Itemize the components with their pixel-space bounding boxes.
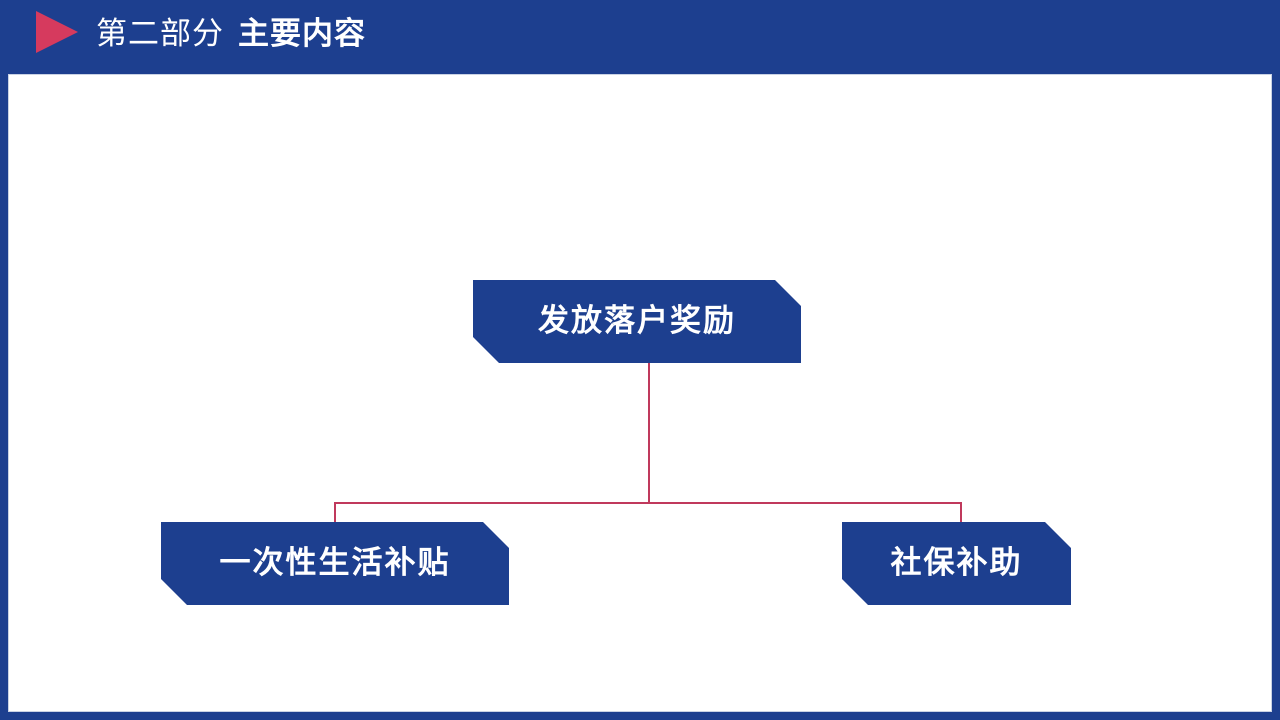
page-title: 第二部分 主要内容 [96,9,366,57]
diagram-node-child-2[interactable]: 社保补助 [842,522,1071,605]
connector-branch-right [960,502,962,524]
play-triangle-icon [36,11,78,53]
diagram-node-child-1-label: 一次性生活补贴 [219,545,451,580]
connector-horizontal-bus [334,502,962,504]
diagram-node-root[interactable]: 发放落户奖励 [473,280,801,363]
diagram-node-root-label: 发放落户奖励 [538,303,736,338]
header-section-label: 第二部分 [96,15,224,51]
connector-root-stem [648,363,650,503]
diagram-node-child-1[interactable]: 一次性生活补贴 [161,522,509,605]
header-title-text: 主要内容 [238,15,366,51]
connector-branch-left [334,502,336,524]
slide-header: 第二部分 主要内容 [0,0,1280,66]
slide-content-area: 发放落户奖励 一次性生活补贴 社保补助 [8,74,1272,712]
diagram-node-child-2-label: 社保补助 [890,545,1023,580]
